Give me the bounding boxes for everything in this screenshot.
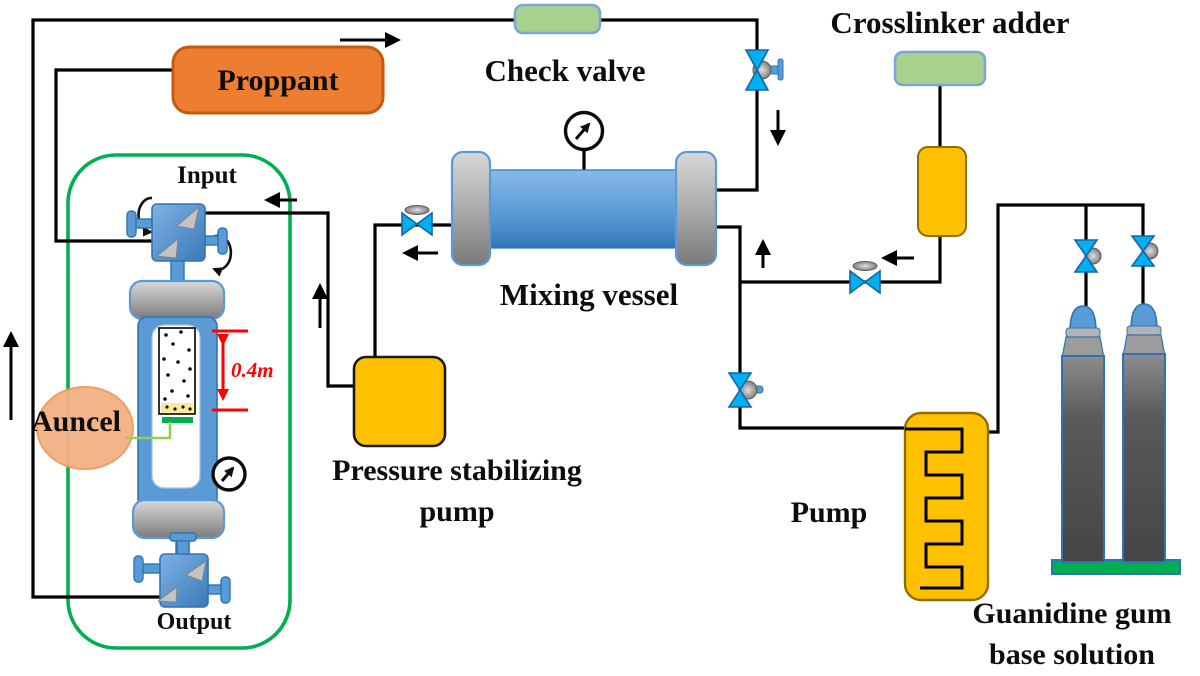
auncel-balance	[36, 386, 134, 470]
valve-cylinder-right-icon	[1130, 235, 1159, 267]
cylinder-right	[1122, 303, 1166, 563]
cylinder-left	[1061, 305, 1105, 563]
crosslinker-adder-label: Crosslinker adder	[830, 5, 1070, 40]
guar-pump-shape	[903, 411, 990, 602]
valve-check-line-icon	[744, 49, 784, 91]
vessel-inlet-pipe	[716, 225, 906, 430]
check-valve-label: Check valve	[484, 53, 646, 88]
vessel-left-cap	[450, 150, 492, 267]
output-label: Output	[156, 609, 232, 635]
crosslinker-pipe	[740, 86, 942, 284]
cylinder-manifold-pipe	[988, 203, 1145, 434]
proppant-tube	[158, 327, 196, 415]
cylinder-base	[1051, 559, 1181, 575]
pressure-pump-label-line1: Pressure stabilizing	[332, 454, 582, 487]
mixing-vessel-label: Mixing vessel	[499, 277, 679, 312]
column-height-dimension	[212, 329, 248, 412]
pump-label: Pump	[790, 496, 868, 529]
valve-vessel-inlet-icon	[727, 372, 764, 408]
output-valve	[133, 532, 231, 608]
column-height-label: 0.4m	[231, 358, 274, 382]
column-top-cap	[128, 279, 226, 321]
pressure-pump-label-line2: pump	[419, 494, 495, 528]
guanidine-cylinders	[1051, 303, 1181, 575]
input-valve	[126, 196, 233, 277]
check-valve-body	[513, 3, 602, 35]
pressure-stabilizing-pump-body	[352, 355, 447, 448]
crosslinker-metering-vessel	[917, 146, 967, 237]
recirculation-pipe	[31, 18, 759, 599]
pump-coil-icon	[905, 427, 964, 590]
vessel-right-cap	[674, 150, 718, 267]
input-label: Input	[177, 162, 237, 189]
weight-sensor-plate	[162, 417, 193, 423]
guanidine-label: Guanidine gum base solution	[972, 594, 1171, 675]
proppant-label: Proppant	[217, 64, 339, 97]
sample-column	[128, 257, 226, 559]
auncel-label: Auncel	[31, 405, 121, 438]
rotation-arrow-icon	[137, 196, 153, 237]
valve-crosslinker-icon	[849, 261, 881, 295]
settled-proppant	[161, 403, 193, 413]
column-gauge-icon	[211, 456, 247, 492]
guanidine-label-line2: base solution	[989, 637, 1155, 671]
proppant-tank	[171, 45, 385, 115]
proppant-particles	[162, 330, 192, 411]
valve-cylinder-left-icon	[1073, 239, 1102, 273]
guanidine-label-line1: Guanidine gum	[972, 597, 1172, 630]
balance-sensor-wire	[125, 422, 172, 440]
mixing-vessel-shape	[450, 150, 718, 267]
valve-vessel-outlet-icon	[401, 205, 433, 237]
pressure-pump-label: Pressure stabilizing pump	[332, 451, 582, 532]
pressure-gauge-icon	[563, 110, 605, 152]
vessel-outlet-pipe	[373, 223, 455, 358]
input-feed-pipe	[203, 211, 356, 388]
crosslinker-adder-body	[893, 50, 987, 87]
proppant-feed-pipe	[54, 68, 174, 243]
